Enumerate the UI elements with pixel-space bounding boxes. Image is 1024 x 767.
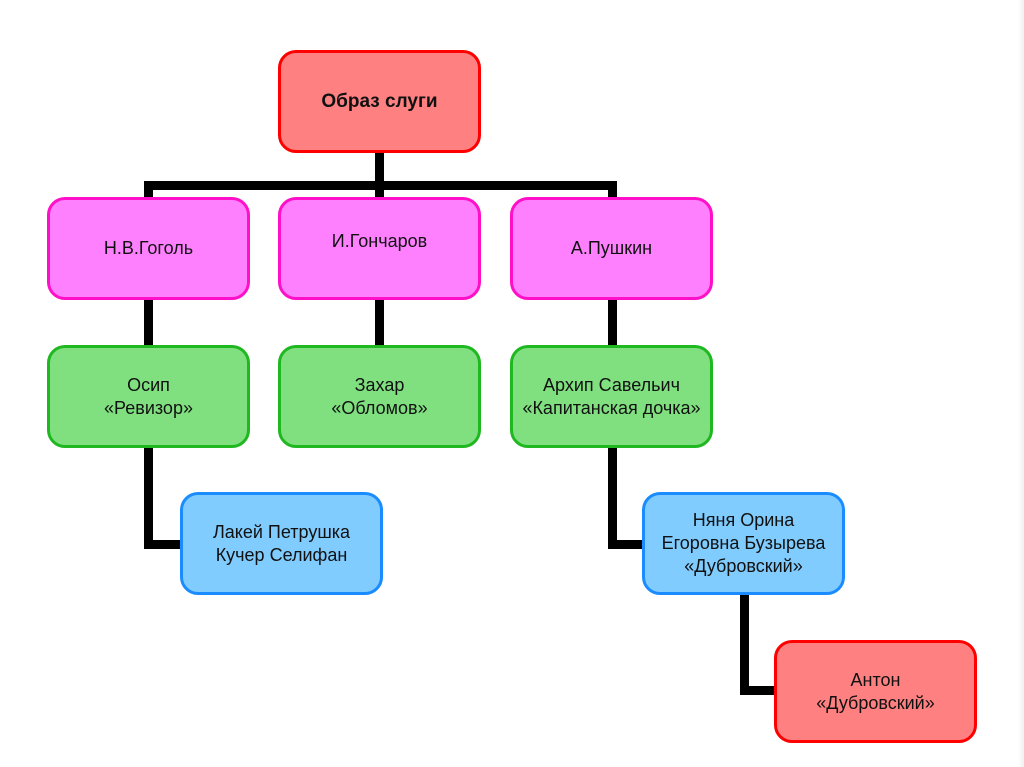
connector-to-goncharov (375, 181, 384, 199)
connector-arkhip-nyanya-vertical (608, 444, 617, 549)
node-work-arkhip[interactable]: Архип Савельич «Капитанская дочка» (510, 345, 713, 448)
node-label: Образ слуги (321, 91, 438, 112)
node-work-osip[interactable]: Осип «Ревизор» (47, 345, 250, 448)
node-author-goncharov[interactable]: И.Гончаров (278, 197, 481, 300)
node-label: Егоровна Бузырева (661, 533, 826, 553)
connector-arkhip-nyanya-horizontal (608, 540, 644, 549)
node-label: Антон (850, 669, 901, 690)
node-lakei-kucher[interactable]: Лакей Петрушка Кучер Селифан (180, 492, 383, 595)
connector-goncharov-zakhar (375, 297, 384, 347)
node-label: Кучер Селифан (215, 544, 348, 565)
node-label: А.Пушкин (570, 238, 653, 258)
node-author-pushkin[interactable]: А.Пушкин (510, 197, 713, 300)
node-anton[interactable]: Антон «Дубровский» (774, 640, 977, 743)
connector-gogol-osip (144, 297, 153, 347)
node-label: Архип Савельич (543, 374, 680, 395)
node-label: «Дубровский» (816, 692, 935, 713)
connector-nyanya-anton-vertical (740, 592, 749, 695)
connector-nyanya-anton-horizontal (740, 686, 776, 695)
connector-root-down (375, 150, 384, 190)
connector-pushkin-arkhip (608, 297, 617, 347)
node-label: «Дубровский» (684, 556, 803, 576)
node-root-servant-image[interactable]: Образ слуги (278, 50, 481, 153)
node-author-gogol[interactable]: Н.В.Гоголь (47, 197, 250, 300)
node-label: Осип (127, 374, 170, 395)
connector-to-gogol (144, 181, 153, 199)
node-label: И.Гончаров (331, 231, 428, 251)
node-label: «Капитанская дочка» (522, 397, 701, 418)
node-label: Захар (354, 374, 405, 395)
connector-osip-lakei-horizontal (144, 540, 182, 549)
connector-to-pushkin (608, 181, 617, 199)
node-label: Няня Орина (692, 510, 795, 530)
node-nyanya-orina[interactable]: Няня Орина Егоровна Бузырева «Дубровский… (642, 492, 845, 595)
node-label: Лакей Петрушка (212, 521, 351, 542)
page-edge-shade (1018, 0, 1024, 767)
node-label: «Ревизор» (104, 397, 193, 418)
node-work-zakhar[interactable]: Захар «Обломов» (278, 345, 481, 448)
node-label: «Обломов» (331, 397, 428, 418)
connector-osip-lakei-vertical (144, 444, 153, 549)
node-label: Н.В.Гоголь (103, 238, 194, 258)
